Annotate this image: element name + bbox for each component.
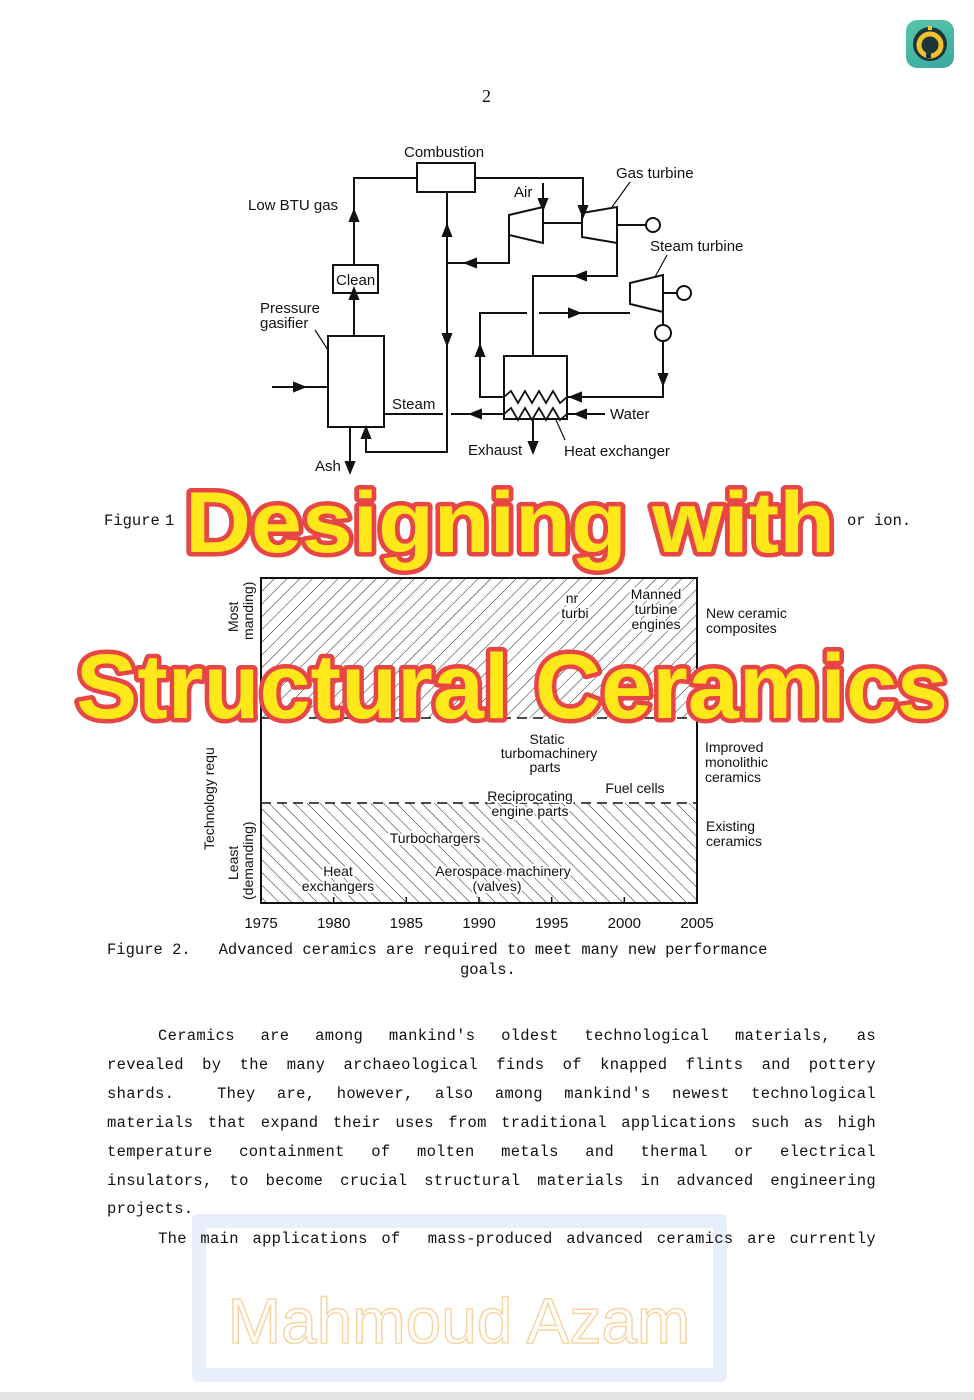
figure-2-labels: Manned turbine engines nr turbi Static t… [300,584,683,896]
body-line: shards. They are, however, also among ma… [107,1085,876,1103]
label-water: Water [610,406,649,423]
label-static: turbomachinery [501,745,598,761]
x-tick-labels: 1975 1980 1985 1990 1995 2000 2005 [244,915,713,932]
label-unmanned: turbi [561,605,588,621]
y-most: manding) [240,582,256,640]
x-tick-label: 1980 [317,915,350,932]
bottom-scroll-edge [0,1392,974,1400]
app-logo-icon[interactable] [906,20,954,68]
label-combustion: Combustion [404,144,484,161]
label-low-btu-gas: Low BTU gas [248,197,338,214]
y-least: Least [225,846,241,880]
steam-generator-icon [676,285,692,301]
body-line: The main applications of mass-produced a… [158,1230,876,1248]
label-new-ceramic: New ceramic [706,605,787,621]
label-manned: engines [631,616,680,632]
body-line: projects. [107,1200,194,1218]
label-aerospace: Aerospace machinery [435,863,570,879]
label-static: parts [529,759,560,775]
gas-generator-icon [645,217,661,233]
x-tick-label: 1985 [390,915,423,932]
label-ash: Ash [315,458,341,475]
caption-fragment: Figure [104,512,160,530]
label-manned: turbine [635,601,678,617]
figure-1-diagram [272,162,692,475]
label-improved: monolithic [705,754,768,770]
label-existing: Existing [706,818,755,834]
label-steam-turbine: Steam turbine [650,238,743,255]
y-axis-label: Technology requ [201,747,217,850]
label-heat-exchangers: Heat [323,863,353,879]
steam-turbine [629,273,664,314]
region-top-hatch [261,578,697,718]
page-number: 2 [482,86,491,106]
x-tick-label: 1975 [244,915,277,932]
label-unmanned: nr [566,590,579,606]
watermark-text: Mahmoud Azam [228,1285,690,1357]
combustion-box [416,162,476,193]
label-clean: Clean [336,272,375,289]
caption-fragment: or [847,512,866,530]
gas-turbine [581,205,618,245]
body-line: insulators, to become crucial structural… [107,1172,876,1190]
body-line: materials that expand their uses from tr… [107,1114,876,1132]
figure-2-side-labels: New ceramic composites Improved monolith… [201,582,787,900]
caption-fragment: 1 [165,512,174,530]
body-line: temperature containment of molten metals… [107,1143,876,1161]
label-reciprocating: engine parts [491,803,568,819]
label-improved: ceramics [705,769,761,785]
heat-exchanger-box [503,355,568,420]
label-turbochargers: Turbochargers [390,830,481,846]
figure-2-caption: Figure 2. Advanced ceramics are required… [107,941,768,959]
label-manned: Manned [631,586,682,602]
figure-2-caption-line2: goals. [460,961,516,979]
figures: Combustion Gas turbine Air Low BTU gas C… [104,144,911,932]
label-heat-exchanger: Heat exchanger [564,443,670,460]
y-least: (demanding) [240,821,256,900]
label-air: Air [514,184,532,201]
label-steam: Steam [392,396,435,413]
figure-2-chart [260,577,698,904]
label-improved: Improved [705,739,763,755]
figure-1-caption: Figure 1 or ion. [104,512,911,530]
compressor [508,205,544,245]
label-exhaust: Exhaust [468,442,523,459]
label-gasifier: gasifier [260,315,308,332]
label-aerospace: (valves) [472,878,521,894]
body-line: revealed by the many archaeological find… [107,1056,876,1074]
watermark: Mahmoud Azam [192,1214,727,1382]
label-fuel-cells: Fuel cells [605,780,664,796]
caption-fragment: ion. [874,512,911,530]
label-static: Static [529,731,564,747]
x-tick-label: 1995 [535,915,568,932]
gasifier-box [327,335,385,428]
x-tick-label: 2000 [608,915,641,932]
y-most: Most [225,602,241,632]
figure-1-labels: Combustion Gas turbine Air Low BTU gas C… [248,144,743,475]
label-existing: ceramics [706,833,762,849]
label-reciprocating: Reciprocating [487,788,573,804]
x-tick-label: 1990 [462,915,495,932]
region-bottom-hatch [261,803,697,903]
body-line: Ceramics are among mankind's oldest tech… [158,1027,876,1045]
label-new-ceramic: composites [706,620,777,636]
condenser-icon [654,324,672,342]
x-tick-label: 2005 [680,915,713,932]
label-gas-turbine: Gas turbine [616,165,694,182]
label-pressure: Pressure [260,300,320,317]
label-heat-exchangers: exchangers [302,878,374,894]
